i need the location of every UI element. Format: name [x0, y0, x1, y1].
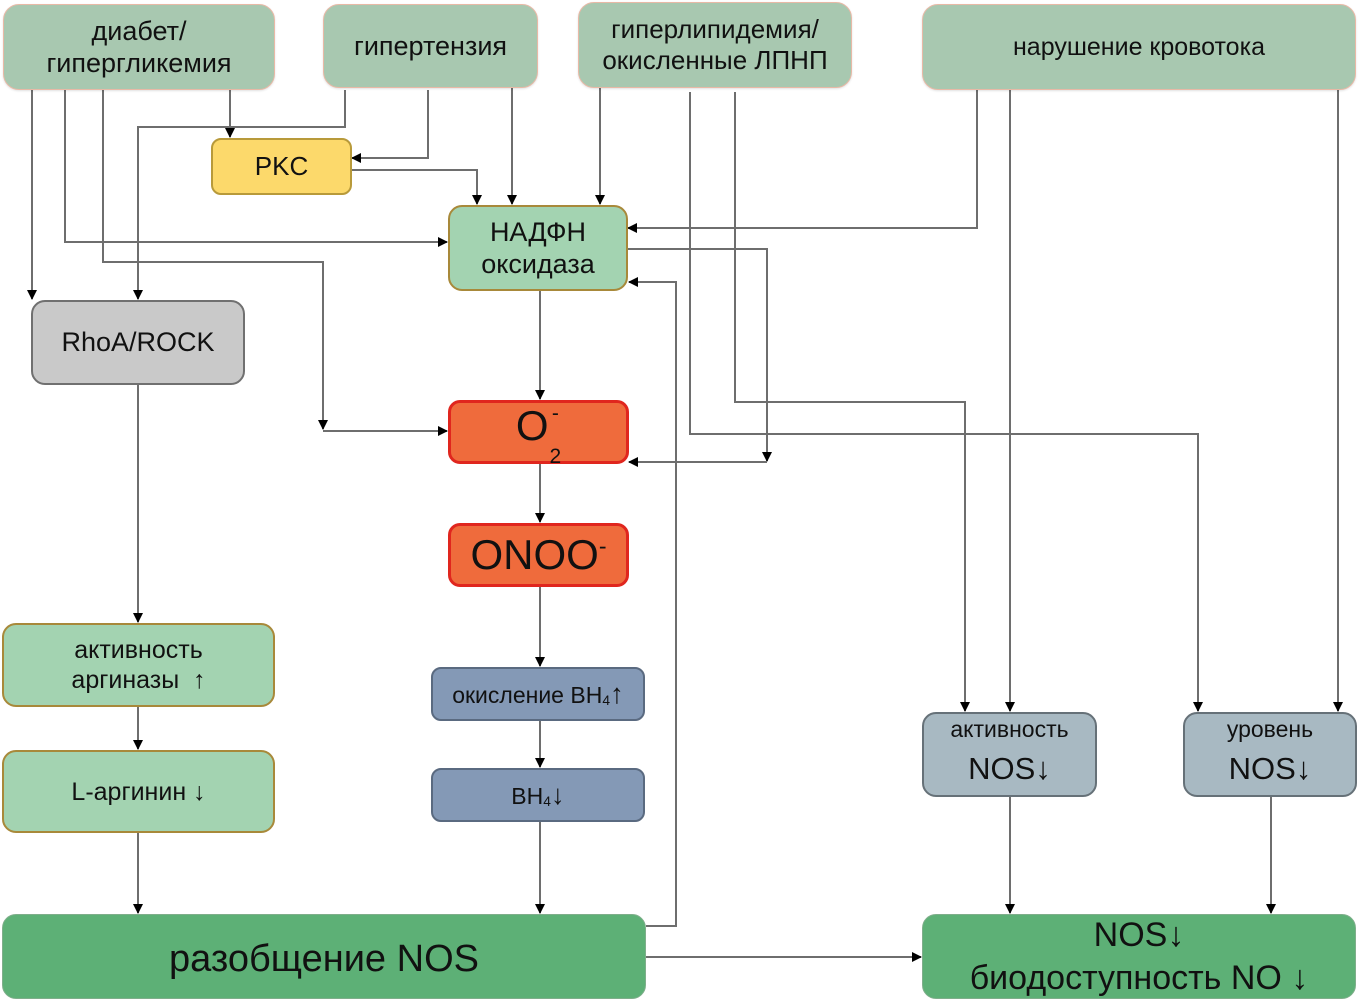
node-bh4-level: BH4↓	[431, 768, 645, 822]
edge-nadph-superoxide-loop-a	[628, 248, 772, 462]
node-nos-activity: активность NOS↓	[922, 712, 1097, 797]
node-peroxynitrite: ONOO-	[448, 523, 629, 587]
superoxide-base: O	[515, 402, 549, 450]
node-blood-flow-label: нарушение кровотока	[1013, 33, 1265, 61]
node-diabetes: диабет/ гипергликемия	[3, 4, 275, 90]
node-nos-uncoupling-label: разобщение NOS	[169, 937, 479, 980]
node-nos-activity-line1: активность	[950, 716, 1069, 742]
up-arrow-icon: ↑	[610, 678, 624, 710]
node-superoxide-formula: O - 2	[515, 401, 561, 467]
node-superoxide: O - 2	[448, 400, 629, 467]
node-nos-activity-line2: NOS↓	[968, 750, 1051, 786]
bh4-level-prefix: BH	[511, 783, 544, 810]
node-diabetes-line2: гипергликемия	[46, 48, 232, 78]
bh4-oxidation-subscript: 4	[602, 693, 610, 709]
node-hyperlipidemia: гиперлипидемия/ окисленные ЛПНП	[578, 2, 852, 88]
bh4-level-subscript: 4	[543, 794, 551, 810]
node-nadph-line2: оксидаза	[481, 249, 595, 279]
node-nos-uncoupling: разобщение NOS	[2, 914, 646, 999]
node-rhoa-rock-label: RhoA/ROCK	[61, 327, 215, 358]
node-nos-level-line1: уровень	[1226, 716, 1314, 742]
node-rhoa-rock: RhoA/ROCK	[31, 300, 245, 385]
bh4-oxidation-prefix: окисление BH	[452, 682, 603, 709]
node-arginase-line1: активность	[74, 636, 203, 664]
node-blood-flow: нарушение кровотока	[922, 4, 1356, 90]
edge-diabetes-nadph	[64, 90, 448, 247]
node-no-bioavailability: NOS↓ биодоступность NO ↓	[922, 914, 1356, 999]
node-hyperlipidemia-line2: окисленные ЛПНП	[602, 45, 828, 75]
node-hypertension-label: гипертензия	[353, 30, 508, 61]
edge-hypertension-rhoa	[133, 90, 346, 300]
node-bh4-oxidation: окисление BH4↑	[431, 667, 645, 721]
edge-pkc-nadph	[352, 169, 482, 205]
node-hypertension: гипертензия	[323, 4, 538, 88]
peroxynitrite-base: ONOO	[470, 530, 599, 578]
edge-uncoupling-nadph	[628, 277, 677, 927]
node-arginase-activity: активность аргиназы ↑	[2, 623, 275, 707]
node-no-line2: биодоступность NO ↓	[969, 958, 1309, 997]
node-hyperlipidemia-line1: гиперлипидемия/	[611, 13, 819, 44]
node-nos-level: уровень NOS↓	[1183, 712, 1357, 797]
node-nos-level-line2: NOS↓	[1228, 750, 1312, 786]
node-peroxynitrite-formula: ONOO-	[470, 530, 606, 580]
node-no-line1: NOS↓	[1093, 916, 1185, 954]
node-bh4-level-text: BH4↓	[511, 778, 564, 811]
superoxide-charge: -	[551, 402, 559, 426]
node-pkc: PKC	[211, 138, 352, 195]
edge-diabetes-superoxide-a	[102, 90, 328, 430]
node-l-arginine: L-аргинин ↓	[2, 750, 275, 833]
node-nadph-line1: НАДФН	[489, 216, 587, 247]
peroxynitrite-charge: -	[598, 532, 607, 559]
node-l-arginine-label: L-аргинин ↓	[71, 777, 206, 806]
edge-hypertension-pkc	[351, 90, 429, 163]
node-pkc-label: PKC	[254, 150, 309, 181]
node-nadph-oxidase: НАДФН оксидаза	[448, 205, 628, 291]
node-bh4-oxidation-text: окисление BH4↑	[452, 677, 624, 710]
node-arginase-line2: аргиназы ↑	[71, 666, 206, 694]
superoxide-subscript: 2	[549, 445, 562, 468]
edge-hyperlipidemia-nos-level	[689, 92, 1203, 712]
node-diabetes-line1: диабет/	[91, 15, 187, 46]
down-arrow-icon: ↓	[550, 779, 565, 811]
edge-hyperlipidemia-nos-activity	[734, 92, 970, 712]
edge-bloodflow-nadph	[627, 90, 978, 233]
